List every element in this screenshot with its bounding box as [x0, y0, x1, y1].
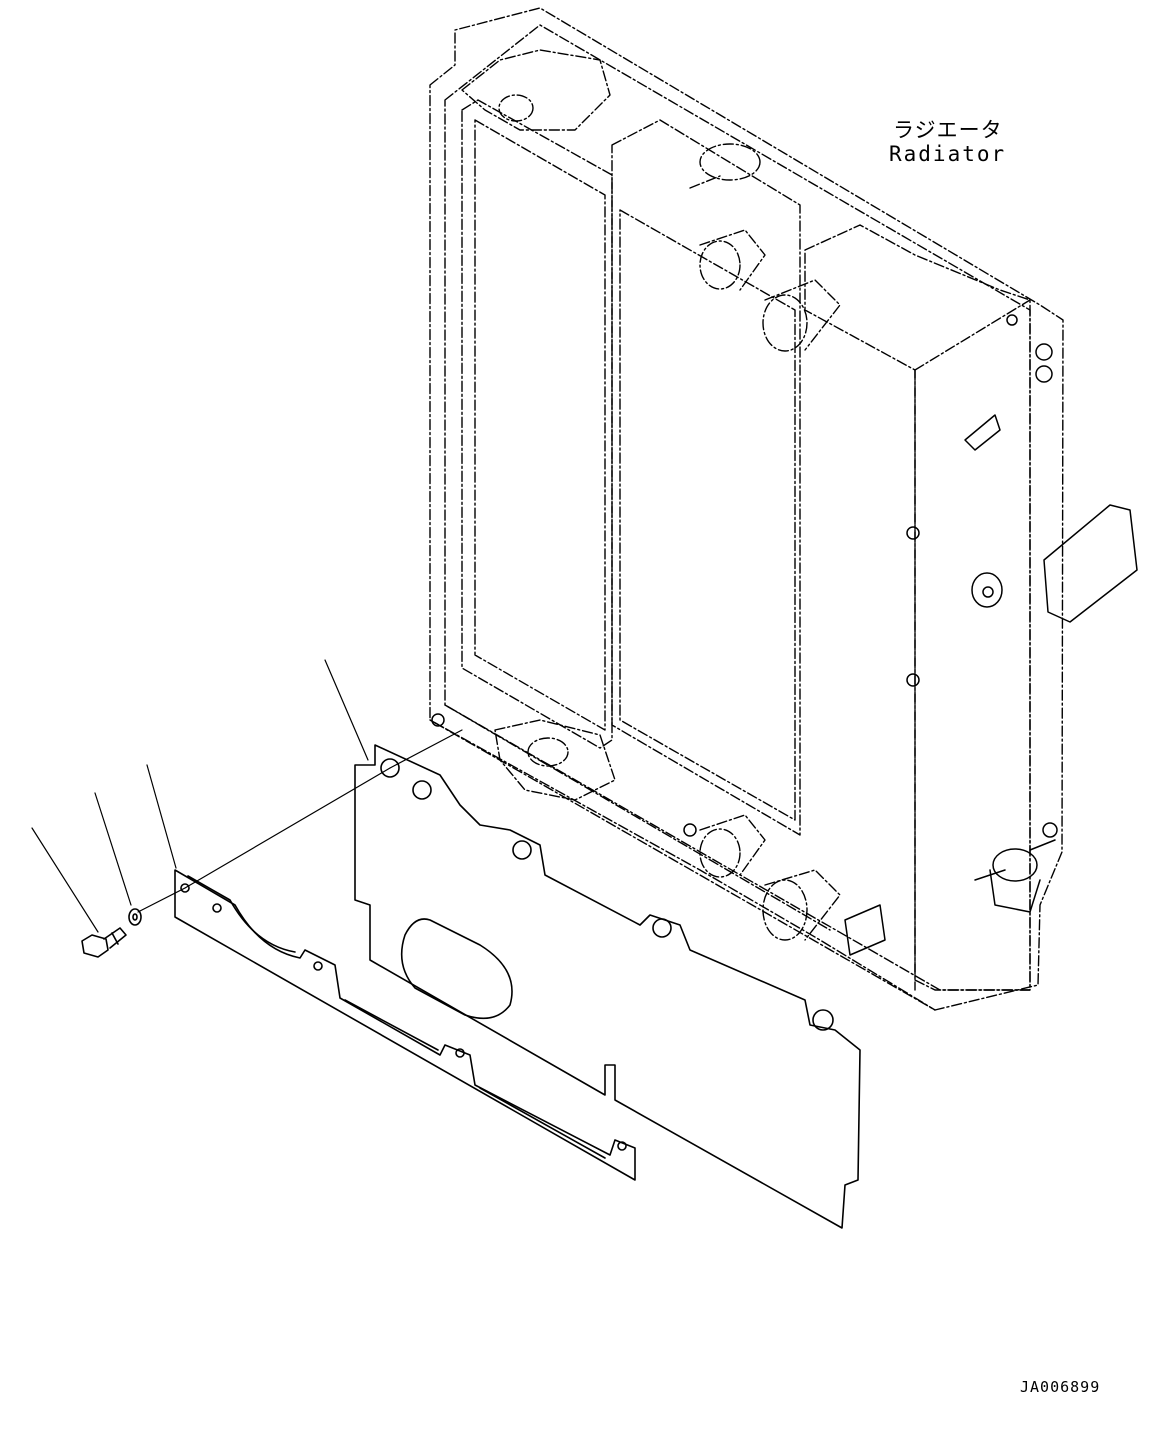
washer	[128, 908, 142, 926]
lower-pipe-2	[762, 879, 808, 941]
leader-seal-strip	[146, 764, 177, 869]
plate-hole-2	[412, 780, 432, 800]
lower-pipe-1	[699, 828, 741, 878]
radiator-frame-inner	[444, 24, 1031, 991]
radiator-label-en: Radiator	[889, 142, 1007, 166]
upper-pipe-1	[699, 240, 741, 290]
strip-hole-1	[180, 883, 190, 893]
radiator-frame-outer	[429, 7, 1064, 1011]
mount-rubber	[971, 572, 1003, 608]
plate-hole-1	[380, 758, 400, 778]
cover-plate-large	[354, 744, 861, 1229]
alignment-line-3	[389, 729, 463, 769]
bolt	[81, 927, 127, 958]
strip-hole-3	[313, 961, 323, 971]
radiator-label-jp: ラジエータ	[893, 118, 1003, 142]
radiator-assembly	[429, 7, 1064, 1011]
strip-hole-4	[455, 1048, 465, 1058]
radiator-details	[431, 314, 1138, 956]
bottom-outlet-flange	[494, 719, 616, 801]
strip-hole-5	[617, 1141, 627, 1151]
leader-cover-plate	[324, 659, 369, 761]
top-inlet-flange	[461, 49, 611, 131]
mounting-bolt-head	[992, 848, 1038, 882]
alignment-line-1	[137, 887, 186, 913]
side-bracket	[1043, 504, 1138, 623]
plate-hole-4	[652, 918, 672, 938]
strip-hole-2	[212, 903, 222, 913]
radiator-side-tank	[804, 224, 1031, 991]
radiator-core-left-inner	[474, 119, 606, 731]
radiator-side-tank-panel	[914, 299, 1031, 991]
leader-lines	[31, 659, 463, 933]
leader-bolt	[31, 827, 99, 933]
upper-pipe-2	[762, 294, 808, 352]
leader-washer	[94, 792, 132, 906]
alignment-line-2	[184, 767, 391, 889]
plate-hole-3	[512, 840, 532, 860]
drawing-id: JA006899	[1020, 1378, 1101, 1396]
radiator-core-left	[461, 99, 613, 749]
plate-oval-cutout	[400, 918, 513, 1020]
radiator-core-middle-inner	[619, 209, 796, 821]
plate-hole-5	[812, 1009, 834, 1031]
radiator-cap	[699, 143, 761, 181]
radiator-core-middle	[611, 119, 801, 836]
side-bolt-2	[906, 673, 920, 687]
seal-strip	[174, 869, 636, 1181]
side-bolt-1	[906, 526, 920, 540]
